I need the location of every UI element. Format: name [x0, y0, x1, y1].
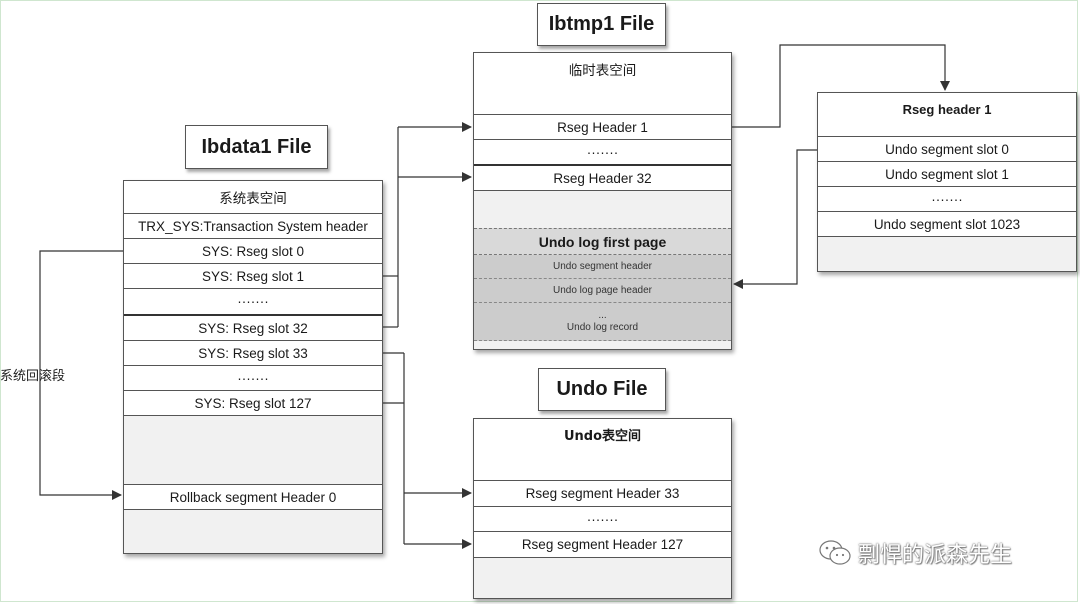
- rseg-header-1-title: Rseg header 1: [818, 93, 1076, 137]
- rseg-segment-header-127: Rseg segment Header 127: [474, 532, 731, 558]
- ibdata1-rollback-header: Rollback segment Header 0: [124, 484, 382, 510]
- ibtmp1-space-label: 临时表空间: [474, 53, 731, 115]
- rseg-header-1-box: Rseg header 1 Undo segment slot 0 Undo s…: [817, 92, 1077, 272]
- arrow-rseg-to-rseg-header-box: [732, 44, 950, 128]
- undo-segment-dots: ·······: [818, 187, 1076, 212]
- undo-file-box: Undo表空间 Rseg segment Header 33 ······· R…: [473, 418, 732, 599]
- undo-log-record-area: ... Undo log record: [474, 303, 731, 341]
- undo-log-record-label: Undo log record: [566, 321, 639, 333]
- ibtmp1-box: 临时表空间 Rseg Header 1 ······· Rseg Header …: [473, 52, 732, 350]
- undo-log-first-page: Undo log first page: [474, 228, 731, 255]
- ibdata1-row-slot-0: SYS: Rseg slot 0: [124, 239, 382, 264]
- undo-segment-slot-1: Undo segment slot 1: [818, 162, 1076, 187]
- ibdata1-row-slot-32: SYS: Rseg slot 32: [124, 316, 382, 341]
- ibdata1-row-slot-127: SYS: Rseg slot 127: [124, 391, 382, 416]
- ibdata1-row-slot-33: SYS: Rseg slot 33: [124, 341, 382, 366]
- watermark: 剽悍的派森先生: [818, 537, 1012, 569]
- undo-segment-slot-0: Undo segment slot 0: [818, 137, 1076, 162]
- system-rollback-segment-label: 系统回滚段: [0, 369, 66, 384]
- undo-file-space-label: Undo表空间: [474, 419, 731, 481]
- ibdata1-title: Ibdata1 File: [185, 125, 328, 169]
- undo-segment-header: Undo segment header: [474, 255, 731, 279]
- ibtmp1-rseg-header-1: Rseg Header 1: [474, 115, 731, 140]
- rseg-segment-header-33: Rseg segment Header 33: [474, 481, 731, 507]
- wechat-icon: [819, 540, 851, 565]
- watermark-text: 剽悍的派森先生: [858, 543, 1013, 568]
- ibdata1-row-dots-2: ·······: [124, 366, 382, 391]
- undo-segment-slot-1023: Undo segment slot 1023: [818, 212, 1076, 237]
- ibdata1-space-label: 系统表空间: [124, 181, 382, 214]
- undo-file-title: Undo File: [538, 368, 666, 411]
- arrow-slot0-to-rollback-header: [39, 250, 123, 500]
- ibdata1-row-dots-1: ·······: [124, 289, 382, 316]
- ibtmp1-rseg-header-32: Rseg Header 32: [474, 166, 731, 191]
- arrow-slot-to-undo-log: [733, 149, 817, 289]
- undo-file-dots: ·······: [474, 507, 731, 532]
- ibtmp1-title: Ibtmp1 File: [537, 3, 666, 46]
- undo-log-record-dots: ...: [598, 309, 607, 321]
- undo-log-page-header: Undo log page header: [474, 279, 731, 303]
- ibdata1-box: 系统表空间 TRX_SYS:Transaction System header …: [123, 180, 383, 554]
- ibtmp1-dots: ·······: [474, 140, 731, 166]
- ibdata1-row-slot-1: SYS: Rseg slot 1: [124, 264, 382, 289]
- ibdata1-row-trx-sys: TRX_SYS:Transaction System header: [124, 214, 382, 239]
